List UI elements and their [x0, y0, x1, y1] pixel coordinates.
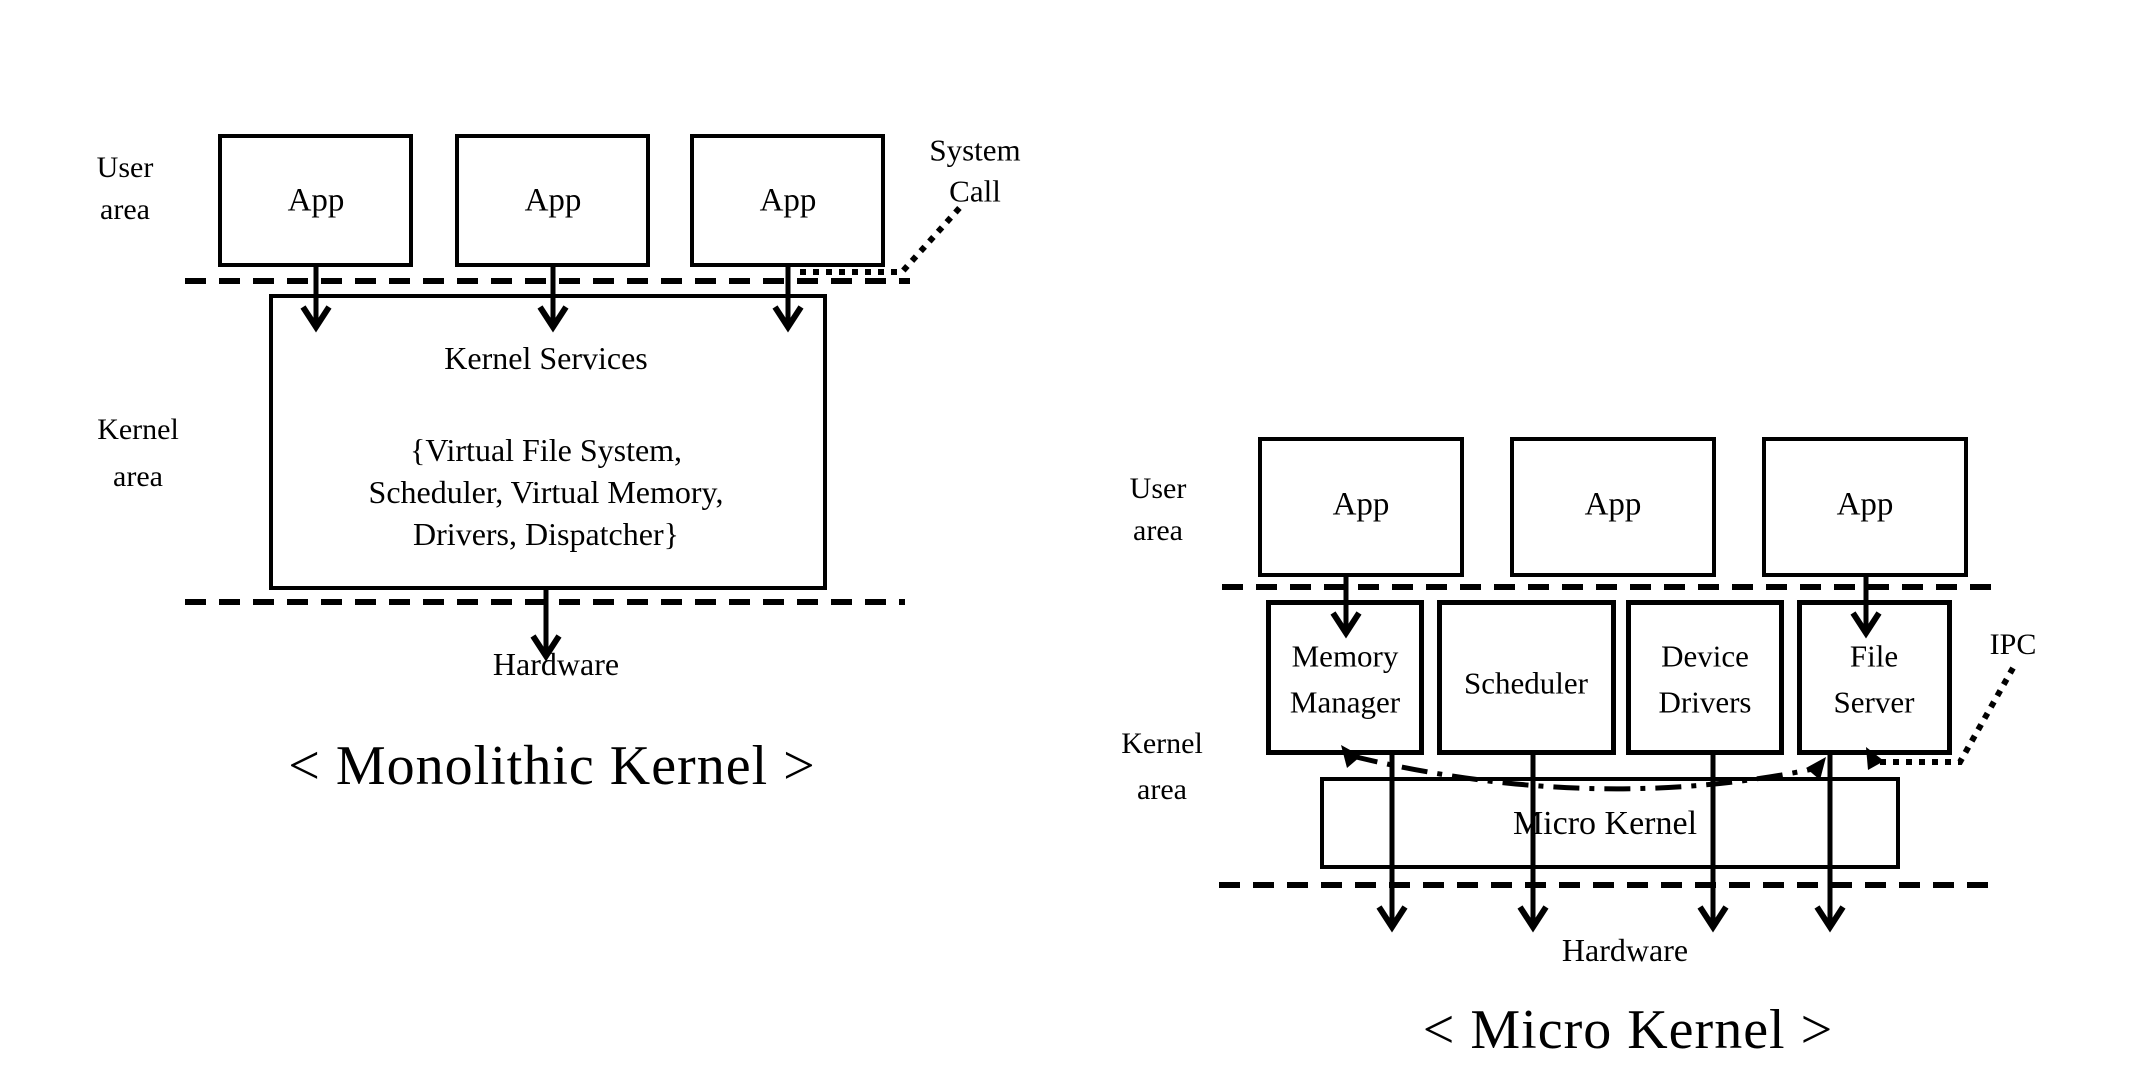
app-box-label: App	[524, 182, 582, 219]
app-box	[690, 134, 885, 267]
app-box-label: App	[287, 182, 345, 219]
memory-manager-label: Memory	[1291, 638, 1399, 674]
app-to-server-arrow	[1330, 577, 1362, 639]
user-area-label: area	[1133, 514, 1183, 547]
kernel-services-box	[269, 294, 827, 590]
kernel-to-hardware-arrow	[530, 590, 562, 662]
app-box	[218, 134, 413, 267]
app-box	[455, 134, 650, 267]
monolithic-kernel-caption: < Monolithic Kernel >	[288, 735, 816, 797]
kernel-services-list: {Virtual File System,	[409, 432, 683, 468]
micro-kernel-box-label: Micro Kernel	[1512, 805, 1698, 842]
kernel-area-label: Kernel	[1121, 727, 1203, 760]
device-drivers-label: Device	[1661, 638, 1749, 674]
server-to-hardware-arrow	[1814, 755, 1846, 933]
app-box	[1762, 437, 1968, 577]
kernel-services-title: Kernel Services	[444, 340, 648, 376]
app-box	[1510, 437, 1716, 577]
app-box-label: App	[759, 182, 817, 219]
user-area-label: User	[96, 151, 154, 184]
kernel-services-list: Scheduler, Virtual Memory,	[368, 474, 724, 510]
kernel-area-label: area	[1137, 773, 1187, 806]
file-server-label: File	[1849, 638, 1899, 674]
app-to-kernel-arrow	[772, 267, 804, 333]
kernel-area-label: Kernel	[97, 413, 179, 446]
hardware-label: Hardware	[492, 646, 620, 682]
app-box-label: App	[1332, 486, 1390, 523]
kernel-services-list: Drivers, Dispatcher}	[413, 516, 679, 552]
server-to-hardware-arrow	[1376, 755, 1408, 933]
device-drivers-box	[1626, 600, 1784, 755]
app-box-label: App	[1584, 486, 1642, 523]
user-area-label: User	[1129, 472, 1187, 505]
file-server-box	[1797, 600, 1952, 755]
scheduler-label: Scheduler	[1464, 665, 1588, 701]
app-box-label: App	[1836, 486, 1894, 523]
ipc-curve	[1341, 745, 1826, 792]
ipc-leader-line	[1866, 666, 2016, 770]
system-call-label: Call	[949, 173, 1001, 209]
app-to-server-arrow	[1850, 577, 1882, 639]
scheduler-box	[1437, 600, 1616, 755]
app-box	[1258, 437, 1464, 577]
micro-kernel-caption: < Micro Kernel >	[1422, 999, 1834, 1061]
hardware-label: Hardware	[1561, 932, 1689, 968]
system-call-leader-line	[800, 201, 966, 275]
ipc-label: IPC	[1989, 628, 2037, 661]
device-drivers-label: Drivers	[1658, 684, 1752, 720]
server-to-hardware-arrow	[1517, 755, 1549, 933]
file-server-label: Server	[1833, 684, 1915, 720]
system-call-label: System	[929, 132, 1021, 168]
kernel-area-label: area	[113, 460, 163, 493]
app-to-kernel-arrow	[537, 267, 569, 333]
memory-manager-label: Manager	[1289, 684, 1401, 720]
micro-kernel-box	[1320, 777, 1900, 869]
app-to-kernel-arrow	[300, 267, 332, 333]
user-area-label: area	[100, 193, 150, 226]
